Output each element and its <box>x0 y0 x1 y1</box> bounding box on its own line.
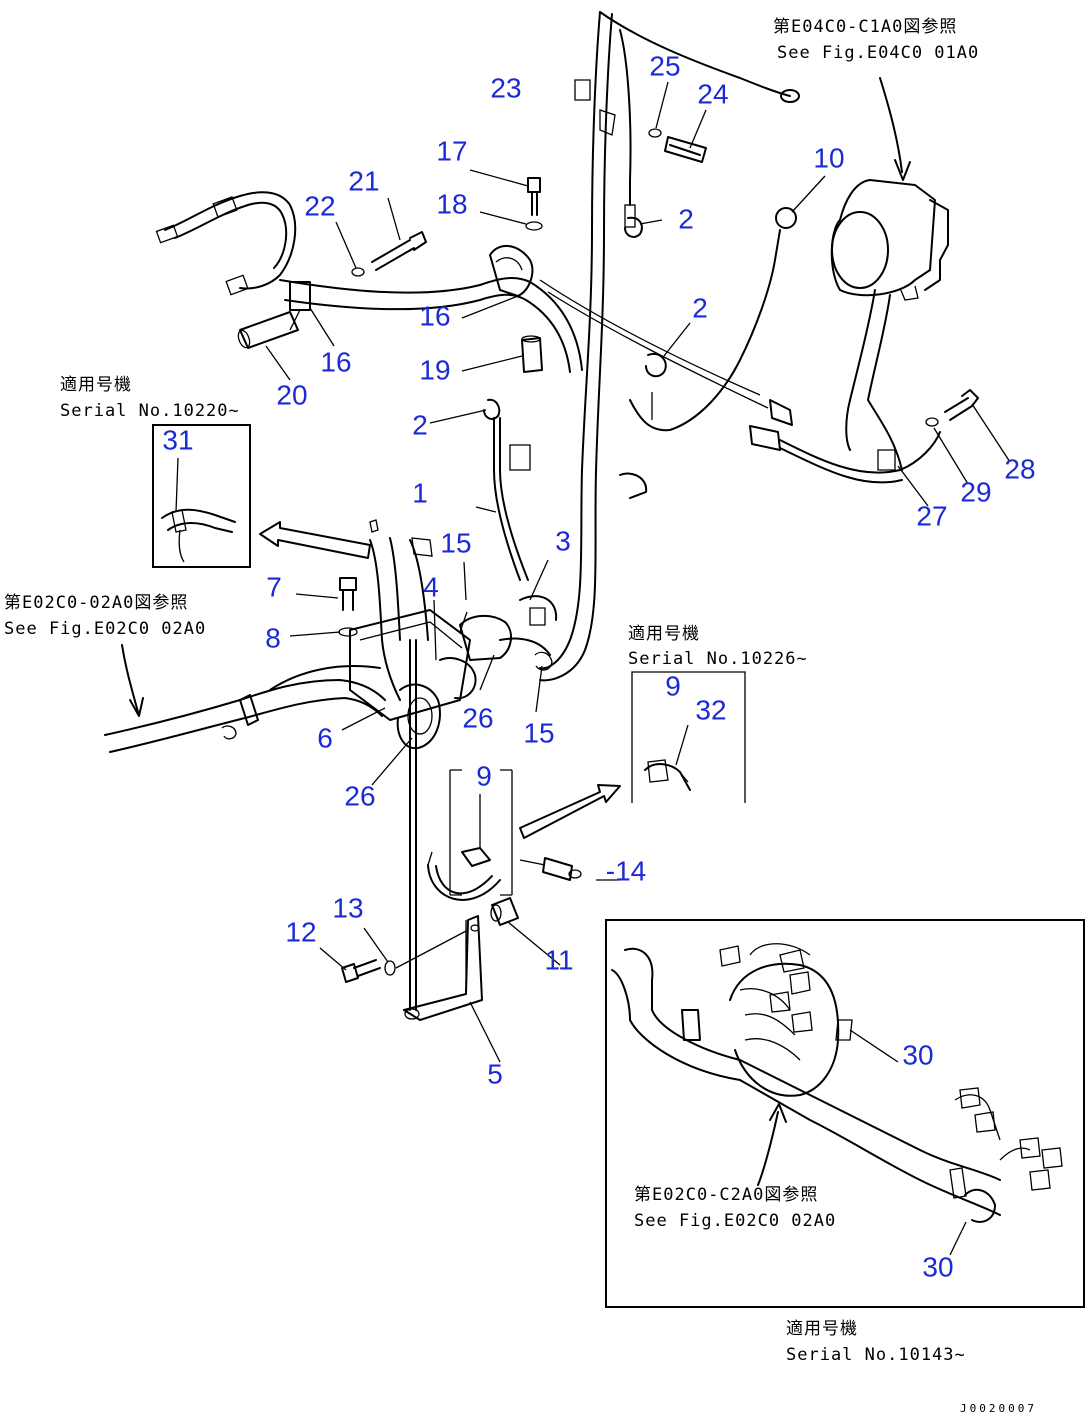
part-label-26-left: 26 <box>344 780 375 811</box>
part-label-16-left: 16 <box>320 346 351 377</box>
note-ref-e02c0-inset-jp: 第E02C0-C2A0図参照 <box>634 1185 818 1205</box>
part-label-14: -14 <box>606 855 646 886</box>
note-ref-e04c0-en: See Fig.E04C0 01A0 <box>777 43 979 63</box>
part-label-18: 18 <box>436 188 467 219</box>
part-label-24: 24 <box>697 78 728 109</box>
note-ref-e04c0-jp: 第E04C0-C1A0図参照 <box>773 17 957 37</box>
part-label-17: 17 <box>436 135 467 166</box>
part-label-25: 25 <box>649 50 680 81</box>
part-label-23: 23 <box>490 72 521 103</box>
part-label-16-center: 16 <box>419 300 450 331</box>
note-serial-mid-jp: 適用号機 <box>628 624 700 644</box>
part-label-27: 27 <box>916 500 947 531</box>
part-label-10: 10 <box>813 142 844 173</box>
part-label-11: 11 <box>544 944 573 975</box>
part-label-2-mid: 2 <box>692 292 708 323</box>
part-label-29: 29 <box>960 476 991 507</box>
note-serial-bottom-en: Serial No.10143~ <box>786 1345 966 1365</box>
drawing-lines <box>104 11 1085 1308</box>
part-label-7: 7 <box>266 571 282 602</box>
note-ref-e02c0-inset-en: See Fig.E02C0 02A0 <box>634 1211 836 1231</box>
part-label-22: 22 <box>304 190 335 221</box>
note-serial-left-en: Serial No.10220~ <box>60 401 240 421</box>
note-serial-left-jp: 適用号機 <box>60 375 132 395</box>
part-label-12: 12 <box>285 916 316 947</box>
note-ref-e02c0-left-en: See Fig.E02C0 02A0 <box>4 619 206 639</box>
part-label-32: 32 <box>695 694 726 725</box>
note-serial-bottom-jp: 適用号機 <box>786 1319 858 1339</box>
part-label-30-bottom: 30 <box>922 1251 953 1282</box>
part-label-2-top: 2 <box>678 203 694 234</box>
note-ref-e02c0-left-jp: 第E02C0-02A0図参照 <box>4 593 188 613</box>
part-label-30-top: 30 <box>902 1039 933 1070</box>
note-serial-mid-en: Serial No.10226~ <box>628 649 808 669</box>
part-label-9-inset: 9 <box>665 670 681 701</box>
part-label-9: 9 <box>476 760 492 791</box>
part-label-4: 4 <box>423 571 439 602</box>
part-label-5: 5 <box>487 1058 503 1089</box>
part-label-6: 6 <box>317 722 333 753</box>
part-label-26-right: 26 <box>462 702 493 733</box>
part-label-31: 31 <box>162 424 193 455</box>
part-labels: 23 25 24 10 17 18 21 22 2 2 16 16 19 20 … <box>162 50 1035 1282</box>
part-label-1: 1 <box>412 477 428 508</box>
part-label-20: 20 <box>276 379 307 410</box>
document-id: J0020007 <box>960 1402 1037 1415</box>
part-label-15-bottom: 15 <box>523 717 554 748</box>
part-label-21: 21 <box>348 165 379 196</box>
part-label-19: 19 <box>419 354 450 385</box>
part-label-3: 3 <box>555 525 571 556</box>
reference-notes: 第E04C0-C1A0図参照 See Fig.E04C0 01A0 第E02C0… <box>4 17 1037 1415</box>
part-label-2-left: 2 <box>412 409 428 440</box>
part-label-13: 13 <box>332 892 363 923</box>
part-label-15-top: 15 <box>440 527 471 558</box>
part-label-28: 28 <box>1004 453 1035 484</box>
part-label-8: 8 <box>265 622 281 653</box>
